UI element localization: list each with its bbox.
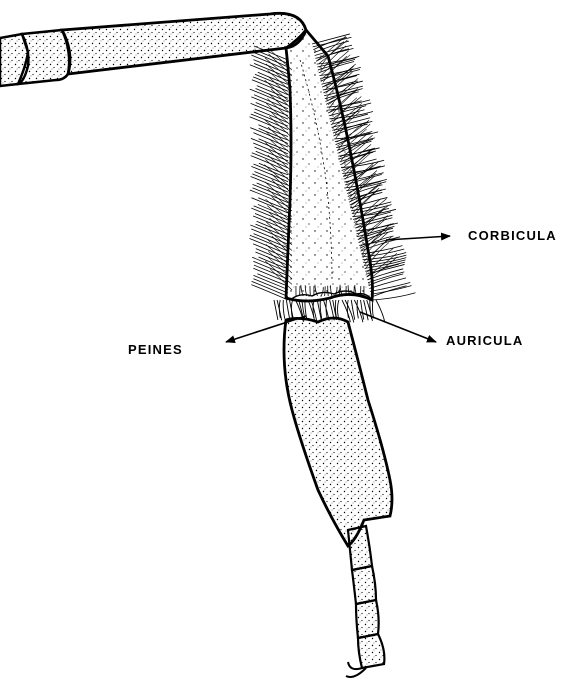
- femur-main: [62, 13, 306, 74]
- hair-stroke: [279, 300, 280, 318]
- hair-stroke: [256, 89, 288, 102]
- hair-stroke: [269, 139, 292, 160]
- hair-stroke: [252, 281, 288, 296]
- hair-stroke: [372, 300, 373, 318]
- hair-stroke: [268, 127, 292, 149]
- hair-stroke: [351, 300, 354, 320]
- hair-stroke: [250, 128, 288, 144]
- hair-stroke: [250, 190, 288, 206]
- corbicula-label: CORBICULA: [468, 228, 557, 243]
- hair-stroke: [256, 103, 288, 116]
- hair-stroke: [347, 300, 348, 318]
- hair-stroke: [274, 300, 278, 320]
- hair-stroke: [286, 300, 289, 320]
- hair-stroke: [257, 274, 288, 286]
- hair-stroke: [254, 171, 288, 185]
- hair-stroke: [250, 225, 288, 241]
- basitarsus: [284, 318, 392, 546]
- tarsal-segments: [346, 526, 384, 677]
- left-hair-fringe: [249, 46, 292, 300]
- femur: [0, 13, 306, 86]
- hair-stroke: [250, 89, 288, 105]
- hair-stroke: [354, 300, 363, 322]
- hair-stroke: [338, 300, 339, 318]
- hair-stroke: [250, 235, 288, 251]
- hair-stroke: [259, 257, 288, 269]
- hair-stroke: [283, 300, 285, 319]
- tarsus-segment-4: [358, 634, 384, 668]
- tarsus-segment-2: [352, 566, 376, 604]
- tarsus-segment-1: [348, 526, 372, 570]
- tarsus-segment-3: [356, 600, 379, 638]
- hair-stroke: [265, 143, 292, 166]
- hair-stroke: [357, 300, 358, 318]
- auricula-label: AURICULA: [446, 333, 523, 348]
- hair-stroke: [254, 112, 288, 126]
- hair-stroke: [254, 63, 288, 77]
- hair-stroke: [270, 111, 292, 132]
- basitarsus-outline: [284, 318, 392, 546]
- hair-stroke: [250, 117, 288, 133]
- hair-stroke: [372, 293, 415, 300]
- auricula-arrow: [360, 312, 436, 342]
- peines-label: PEINES: [128, 342, 183, 357]
